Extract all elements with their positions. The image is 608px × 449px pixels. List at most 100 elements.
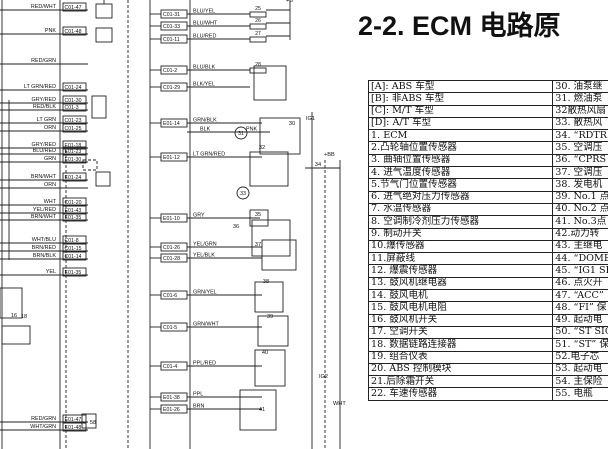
connector-pin-label: C01-33 [163,24,180,30]
wire-color-label: YEL/RED [33,207,56,213]
legend-item-right: 48. “FI” 保 [552,301,608,315]
legend-item-right: 42.动力转 [552,227,608,241]
wire-color-label: YEL [46,269,56,275]
component-number: 41 [259,407,265,413]
legend-item-right: 50. “ST SIG [552,325,608,340]
component-number: 18 [21,314,27,320]
legend-item: 5.节气门位置传感器 [367,178,554,192]
wire-color-label: BLK [200,127,211,133]
connector-pin-label: C01-48 [65,29,82,35]
legend-item-right: 44. “DOME [552,252,608,266]
component-box [95,171,111,187]
connector-pin-label: E01-18 [65,143,82,149]
legend-item-right: 37. 空调压 [552,166,608,180]
component-39-box [254,281,284,313]
fuse-label: 26 [255,18,261,24]
legend-item: 13. 鼓风机继电器 [367,276,554,291]
legend-item-right: 35. 空调压 [552,141,608,155]
wire-color-label: LT GRN/RED [193,152,225,158]
component-38-box [261,239,297,271]
wire-color-label: GRN/YEL [193,290,217,296]
component-number: 38 [263,279,269,285]
connector-pin-label: E01-24 [65,175,82,181]
component-32-box [249,151,289,187]
wire-color-label: WHT/GRN [30,424,56,430]
wire-color-label: RED/GRN [31,58,56,64]
legend-item-right: 31. 燃油泵 [552,92,608,106]
connector-pin-label: C01-26 [163,245,180,251]
legend-item: 1. ECM [367,129,554,143]
component-41-box [254,349,286,387]
wire-color-label: RED/BLK [33,104,56,110]
connector-pin-label: E01-14 [163,121,180,127]
connector-pin-box [62,251,87,261]
legend-item: [B]: 非ABS 车型 [367,92,554,106]
wire-color-label: BRN/WHT [31,174,57,180]
wire-color-label: BRN [193,404,204,410]
fuse-symbol [249,67,267,74]
connector-pin-label: E01-35 [65,270,82,276]
connector-pin-label: E01-30 [65,157,82,163]
fuse-symbol [249,11,267,18]
connector-pin-label: C01-20 [65,200,82,206]
component-16-box [0,287,23,319]
component-number: 39 [267,314,273,320]
wire-color-label: GRY [193,213,205,219]
component-number: 40 [262,350,268,356]
connector-pin-label: E01-12 [163,155,180,161]
wire-color-label: GRY/RED [32,142,57,148]
legend-item: 10.爆传感器 [367,239,554,254]
connector-pin-label: C01-15 [65,246,82,252]
connector-pin-box [62,422,87,432]
wire-color-label: BLU/WHT [193,21,218,27]
wire-color-label: ORN [44,182,56,188]
connector-pin-box [62,172,87,182]
connector-pin-label: C01-5 [163,325,177,331]
legend-item-right: 41. No.3点 [552,215,608,229]
connector-pin-label: E01-10 [163,216,180,222]
legend-item-right: 33. 散热风 [552,116,608,131]
wire-color-label: GRY/RED [32,97,57,103]
wire-color-label: PPL/RED [193,361,216,367]
fuse-label: 27 [255,31,261,37]
wire-label: WHT [333,401,346,407]
legend-item-right: 46. 点火开 [552,276,608,291]
wire-color-label: ORN [44,125,56,131]
legend-item: 3. 曲轴位置传感器 [367,153,554,168]
legend-item-right: 36. “CPRS [552,153,608,168]
connector-pin-label: C01-47 [65,5,82,11]
component-box [82,159,98,171]
connector-pin-box [62,82,87,92]
connector-pin-label: C01-25 [65,126,82,132]
relay-box [95,27,113,43]
connector-pin-box [62,267,87,277]
connector-pin-label: C01-29 [163,85,180,91]
motor-symbol [236,186,250,200]
component-number: 36 [233,224,239,230]
fuse-symbol [249,36,267,43]
component-40-box [257,315,289,347]
legend-item: 2.凸轮轴位置传感器 [367,141,554,155]
legend-item-right: 43. 主继电 [552,239,608,254]
wire-color-label: YEL/GRN [193,242,217,248]
component-box [251,219,291,257]
wire-color-label: BLU/RED [33,148,56,154]
wire-color-label: LT GRN/RED [24,84,56,90]
connector-pin-box [62,2,87,12]
wire-color-label: LT GRN [37,117,56,123]
connector-pin-box [62,102,87,112]
wire-color-label: BLK/YEL [193,82,215,88]
legend-item-right: 34. “RDTR [552,129,608,143]
component-number: 16 [11,313,17,319]
